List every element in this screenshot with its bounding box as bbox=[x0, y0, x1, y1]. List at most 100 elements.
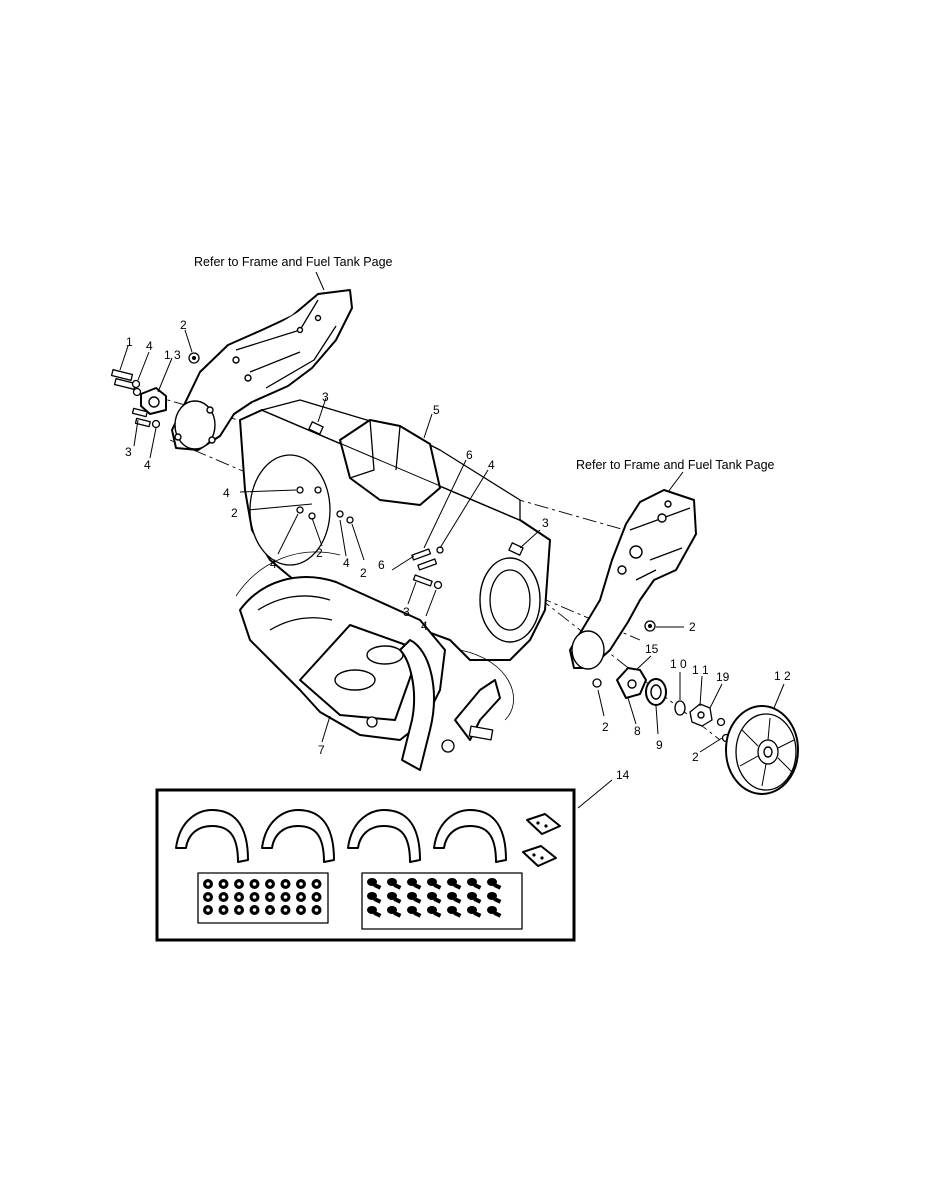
callout-4: 4 bbox=[343, 556, 350, 570]
scraper-strip-2 bbox=[261, 809, 335, 863]
auger-housing bbox=[239, 399, 551, 661]
auger-assembly bbox=[235, 551, 514, 771]
callout-19: 19 bbox=[716, 670, 730, 684]
right-frame-bracket bbox=[569, 489, 697, 670]
nut-hole bbox=[252, 882, 257, 886]
callout-2: 2 bbox=[360, 566, 367, 580]
callout-11: 1 1 bbox=[692, 663, 709, 677]
callout-2: 2 bbox=[692, 750, 699, 764]
bolt-shank bbox=[433, 911, 442, 918]
callout-3: 3 bbox=[125, 445, 132, 459]
bolt-shank bbox=[493, 883, 502, 890]
bolt-shank bbox=[413, 883, 422, 890]
bolt-head bbox=[367, 892, 377, 900]
callout-3: 3 bbox=[403, 605, 410, 619]
bolt-head bbox=[387, 878, 397, 886]
bolt-head bbox=[427, 906, 437, 914]
bolt-shank bbox=[393, 911, 402, 918]
bolt-head bbox=[447, 892, 457, 900]
left-hardware bbox=[110, 352, 200, 429]
bolt-shank bbox=[493, 897, 502, 904]
callout-1: 1 bbox=[126, 335, 133, 349]
bolt-head bbox=[467, 892, 477, 900]
bolt-head bbox=[447, 906, 457, 914]
callout-13: 1 3 bbox=[164, 348, 181, 362]
bolt-head bbox=[407, 878, 417, 886]
scraper-strip-3 bbox=[347, 809, 421, 863]
callout-6: 6 bbox=[378, 558, 385, 572]
bolt-head bbox=[487, 878, 497, 886]
bolt-shank bbox=[453, 911, 462, 918]
bolt-head bbox=[387, 892, 397, 900]
callout-3: 3 bbox=[542, 516, 549, 530]
bolt-head bbox=[407, 906, 417, 914]
nut-grid bbox=[203, 879, 322, 915]
callout-8: 8 bbox=[634, 724, 641, 738]
left-frame-bracket bbox=[171, 289, 353, 451]
bolt-head bbox=[427, 878, 437, 886]
callout-2: 2 bbox=[689, 620, 696, 634]
callout-4: 4 bbox=[144, 458, 151, 472]
nut-hole bbox=[299, 895, 303, 899]
nut-hole bbox=[206, 908, 210, 912]
bolt-shank bbox=[473, 883, 482, 890]
nut-hole bbox=[283, 908, 288, 912]
nut-hole bbox=[314, 882, 319, 886]
bolt-head bbox=[427, 892, 437, 900]
bolt-head bbox=[407, 892, 417, 900]
callout-3: 3 bbox=[322, 390, 329, 404]
nut-hole bbox=[206, 895, 210, 899]
nut-hole bbox=[221, 882, 226, 886]
callout-2: 2 bbox=[316, 546, 323, 560]
bolt-shank bbox=[453, 897, 462, 904]
bolt-head bbox=[367, 906, 377, 914]
bolt-shank bbox=[473, 897, 482, 904]
bolt-shank bbox=[493, 911, 502, 918]
callout-10: 1 0 bbox=[670, 657, 687, 671]
callout-12: 1 2 bbox=[774, 669, 791, 683]
bolt-head bbox=[367, 878, 377, 886]
bolt-shank bbox=[373, 897, 382, 904]
callout-4: 4 bbox=[421, 619, 428, 633]
nut-hole bbox=[237, 895, 241, 899]
bolt-pair-lower bbox=[131, 407, 151, 428]
callout-4: 4 bbox=[270, 557, 277, 571]
bolt-head bbox=[487, 906, 497, 914]
nut-hole bbox=[237, 908, 241, 912]
bolt-shank bbox=[393, 897, 402, 904]
callout-2: 2 bbox=[602, 720, 609, 734]
callout-2: 2 bbox=[180, 318, 187, 332]
callout-4: 4 bbox=[488, 458, 495, 472]
bolt-shank bbox=[373, 911, 382, 918]
nut-hole bbox=[314, 908, 319, 912]
reference-label-left: Refer to Frame and Fuel Tank Page bbox=[194, 255, 393, 269]
nut-hole bbox=[283, 895, 288, 899]
nut-hole bbox=[221, 908, 226, 912]
reference-label-right: Refer to Frame and Fuel Tank Page bbox=[576, 458, 775, 472]
callout-4: 4 bbox=[223, 486, 230, 500]
callout-4: 4 bbox=[146, 339, 153, 353]
bolt-shank bbox=[413, 911, 422, 918]
nut-hole bbox=[252, 895, 257, 899]
leader-lines bbox=[119, 271, 785, 809]
nut-hole bbox=[299, 908, 303, 912]
nut-hole bbox=[268, 882, 272, 886]
carriage-bolt-pair bbox=[110, 369, 137, 390]
callout-9: 9 bbox=[656, 738, 663, 752]
bolt-shank bbox=[453, 883, 462, 890]
scraper-strip-4 bbox=[433, 809, 507, 863]
right-drive-parts bbox=[592, 667, 731, 743]
plate-pair bbox=[522, 813, 561, 867]
bolt-head bbox=[467, 906, 477, 914]
callout-5: 5 bbox=[433, 403, 440, 417]
nut-hole bbox=[283, 882, 288, 886]
bolt-shank bbox=[433, 897, 442, 904]
bolt-shank bbox=[393, 883, 402, 890]
bolt-shank bbox=[413, 897, 422, 904]
shear-bolt-kit-box bbox=[155, 788, 576, 942]
nut-hole bbox=[252, 908, 257, 912]
callout-15: 15 bbox=[645, 642, 659, 656]
nut-hole bbox=[299, 882, 303, 886]
callout-6: 6 bbox=[466, 448, 473, 462]
